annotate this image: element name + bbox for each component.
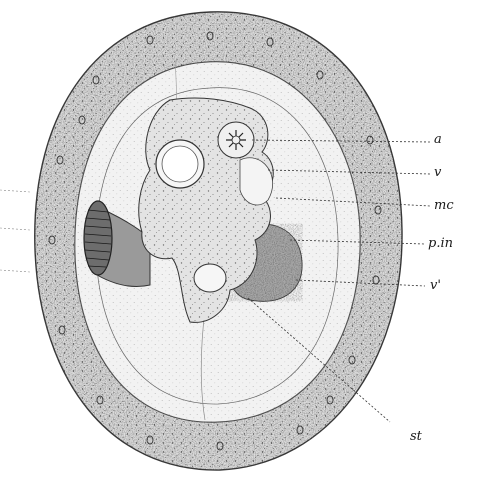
vesicle-v-prime — [194, 264, 226, 292]
label-v-prime: v' — [430, 279, 441, 292]
vesicle-v — [156, 140, 204, 188]
label-st: st — [410, 430, 422, 443]
label-mc: mc — [434, 199, 454, 212]
label-v: v — [434, 166, 441, 179]
label-a: a — [434, 133, 442, 146]
label-p-in: p.in — [428, 237, 453, 250]
structure-a — [218, 122, 254, 158]
